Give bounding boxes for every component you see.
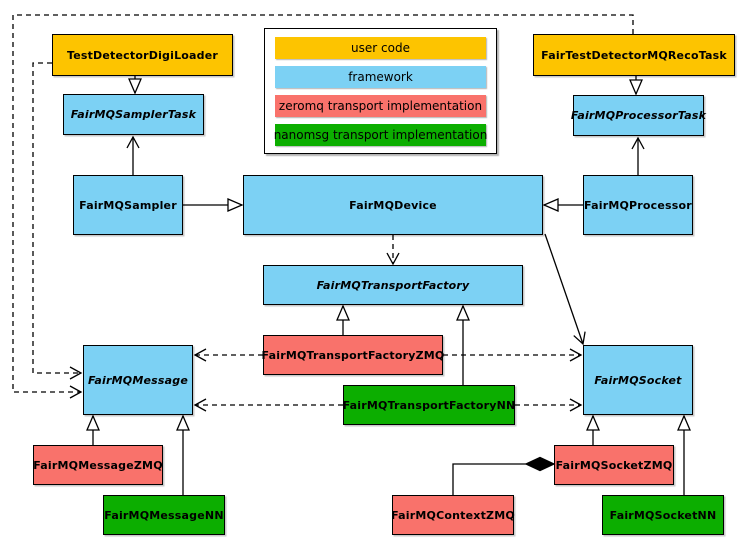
node-label: FairMQSocket — [594, 373, 682, 387]
node-fair-test-detector-mq-reco-task: FairTestDetectorMQRecoTask — [533, 34, 735, 76]
node-test-detector-digi-loader: TestDetectorDigiLoader — [52, 34, 233, 76]
legend-item-nanomsg: nanomsg transport implementation — [273, 124, 488, 146]
node-label: FairMQTransportFactoryZMQ — [261, 348, 445, 362]
composition-diamond-icon — [524, 456, 556, 472]
edge-digiloader-message-dep — [32, 62, 83, 380]
node-fairmq-transport-factory-zmq: FairMQTransportFactoryZMQ — [261, 335, 445, 375]
node-fairmq-socket-nn: FairMQSocketNN — [602, 495, 724, 535]
legend-item-framework: framework — [275, 66, 486, 88]
node-label: FairMQDevice — [349, 198, 437, 212]
node-label: FairMQSampler — [79, 198, 177, 212]
node-label: FairMQSocketZMQ — [555, 458, 673, 472]
node-fairmq-sampler: FairMQSampler — [73, 175, 183, 235]
node-label: FairMQContextZMQ — [391, 508, 515, 522]
edge-recotask-message-dep — [12, 14, 634, 399]
node-label: FairMQMessage — [87, 373, 189, 387]
node-label: FairMQProcessorTask — [570, 109, 707, 122]
node-label: TestDetectorDigiLoader — [66, 48, 219, 62]
edge-device-socket-assoc — [544, 233, 586, 346]
node-fairmq-processor-task: FairMQProcessorTask — [570, 95, 707, 136]
legend: user code framework zeromq transport imp… — [264, 28, 497, 154]
node-fairmq-transport-factory-nn: FairMQTransportFactoryNN — [343, 385, 515, 425]
node-fairmq-context-zmq: FairMQContextZMQ — [391, 495, 515, 535]
node-fairmq-message-zmq: FairMQMessageZMQ — [33, 445, 163, 485]
node-fairmq-processor: FairMQProcessor — [583, 175, 693, 235]
node-label: FairTestDetectorMQRecoTask — [541, 48, 727, 62]
legend-label: nanomsg transport implementation — [273, 128, 488, 142]
node-label: FairMQSamplerTask — [70, 108, 197, 121]
legend-label: framework — [348, 70, 413, 84]
node-fairmq-socket-zmq: FairMQSocketZMQ — [554, 445, 674, 485]
node-label: FairMQSocketNN — [609, 508, 717, 522]
node-fairmq-device: FairMQDevice — [243, 175, 543, 235]
edge-contextzmq-socketzmq-composition — [452, 463, 526, 495]
legend-item-zeromq: zeromq transport implementation — [275, 95, 486, 117]
node-fairmq-socket: FairMQSocket — [583, 345, 693, 415]
node-fairmq-sampler-task: FairMQSamplerTask — [63, 94, 204, 135]
legend-item-user-code: user code — [275, 37, 486, 59]
node-label: FairMQTransportFactoryNN — [342, 398, 516, 412]
node-label: FairMQMessageNN — [104, 508, 224, 522]
node-label: FairMQTransportFactory — [316, 278, 470, 292]
node-fairmq-transport-factory: FairMQTransportFactory — [263, 265, 523, 305]
node-label: FairMQMessageZMQ — [33, 458, 163, 472]
node-label: FairMQProcessor — [584, 198, 692, 212]
node-fairmq-message-nn: FairMQMessageNN — [103, 495, 225, 535]
legend-label: user code — [351, 41, 410, 55]
node-fairmq-message: FairMQMessage — [83, 345, 193, 415]
legend-label: zeromq transport implementation — [278, 99, 483, 113]
